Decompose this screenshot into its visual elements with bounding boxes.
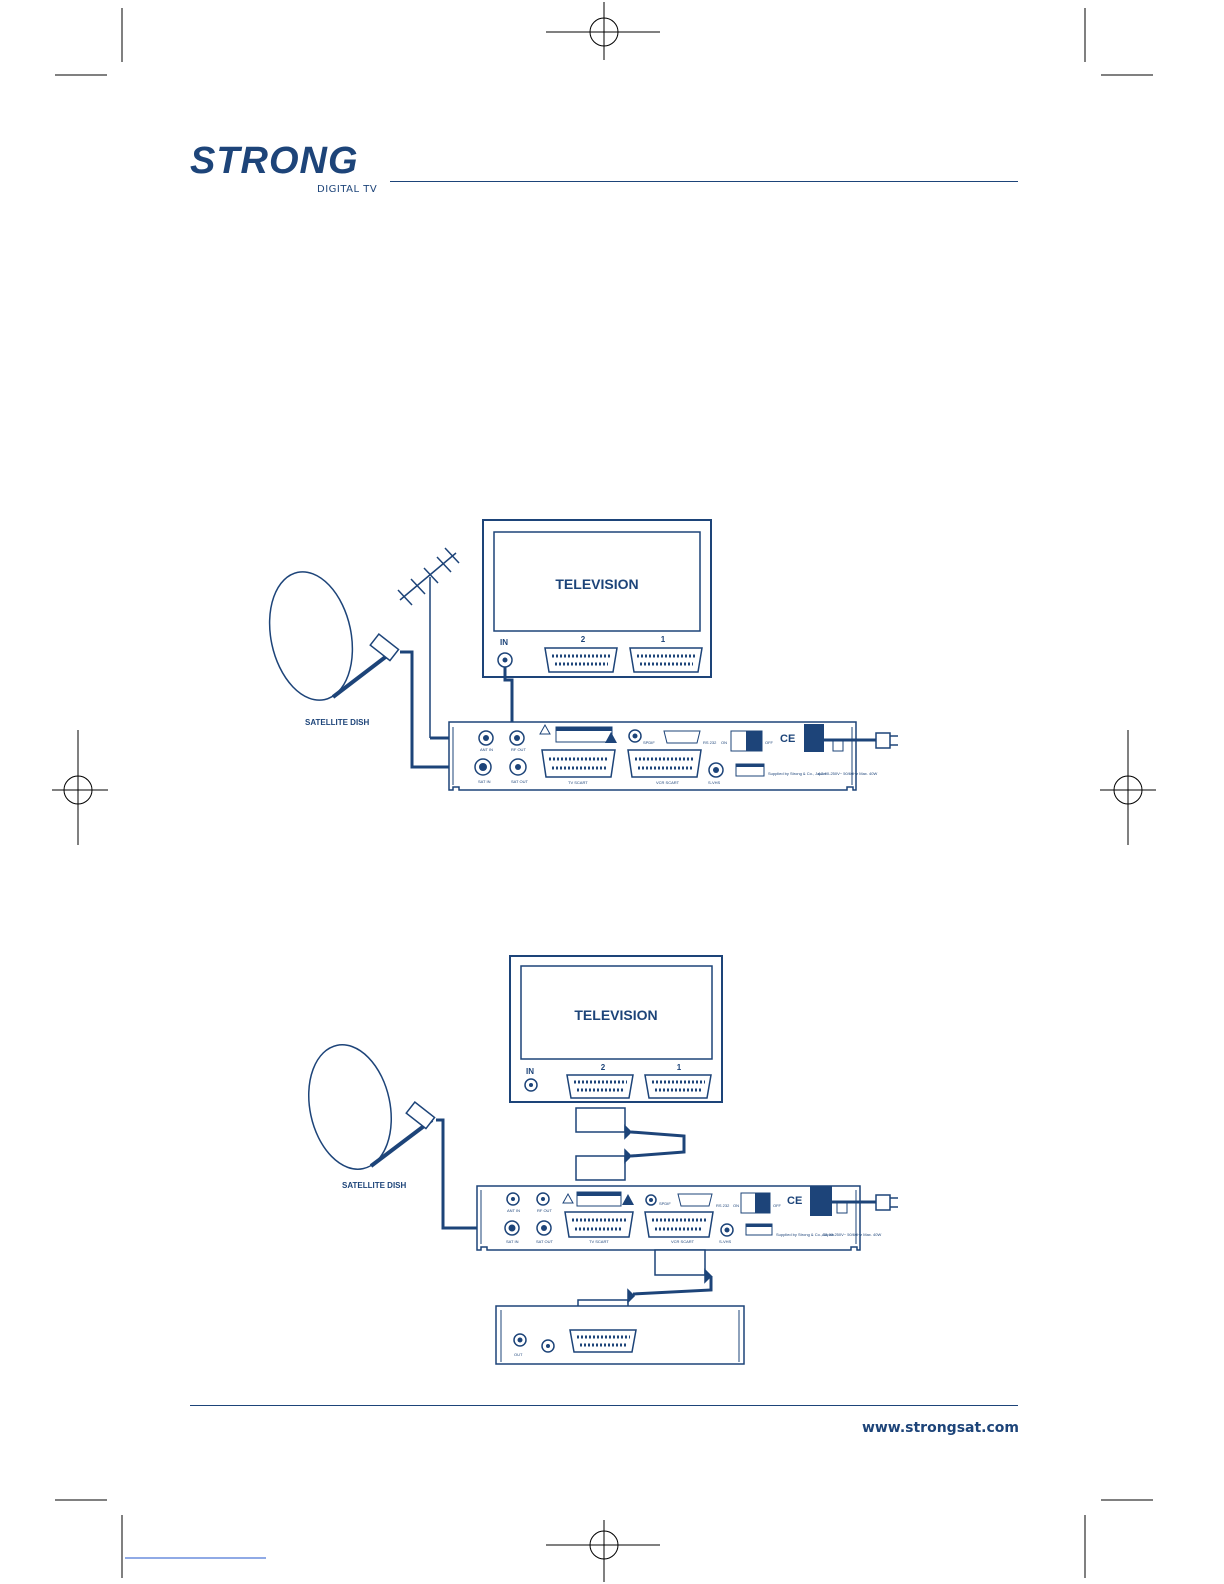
ant-in-port [506, 1192, 520, 1206]
sat-in-label: SAT IN [506, 1239, 519, 1244]
tv-scart-2-port [544, 647, 618, 673]
power-cord-2 [832, 1194, 898, 1211]
svhs-port [720, 1223, 734, 1237]
ce-mark: CE [780, 733, 795, 745]
svhs-port [708, 762, 724, 778]
receiver-2: ANT IN RF OUT SAT IN SAT OUT SPDIF RS 23… [476, 1185, 881, 1251]
scart-2-label: 2 [581, 635, 586, 644]
website-link[interactable]: www.strongsat.com [861, 1420, 1019, 1436]
rs232-port [677, 1193, 713, 1207]
warning-icon [539, 723, 551, 735]
scart-1-label: 1 [661, 635, 666, 644]
plug-icon [875, 1194, 891, 1211]
rs232-label: RS 232 [703, 740, 717, 745]
supplied-by-label: Supplied by Strong & Co., Japan [768, 771, 826, 776]
spdif-label: SPDIF [659, 1201, 671, 1206]
lnb-icon [369, 633, 400, 662]
ant-in-port [478, 730, 494, 746]
satellite-dish-label: SATELLITE DISH [342, 1181, 407, 1190]
satellite-dish-label: SATELLITE DISH [305, 718, 370, 727]
ac-rating-label: AC 90-250V~ 50/60Hz Max. 40W [822, 1232, 881, 1237]
sat-out-label: SAT OUT [511, 779, 529, 784]
satellite-dish-2: SATELLITE DISH [307, 1044, 436, 1190]
ant-in-label: ANT IN [480, 747, 493, 752]
antenna-icon [397, 547, 460, 738]
tv-scart-label: TV SCART [568, 780, 588, 785]
vcr-scart-label: VCR SCART [671, 1239, 695, 1244]
sat-out-port [536, 1220, 552, 1236]
ac-rating-label: AC 90-250V~ 50/60Hz Max. 40W [818, 771, 877, 776]
television-1: TELEVISION IN 2 1 [482, 519, 712, 678]
warning-icon-2 [622, 1194, 634, 1205]
svhs-label: S-VHS [708, 780, 721, 785]
tv-scart-port [541, 749, 616, 778]
tv-scart-2-port [566, 1074, 634, 1099]
header-rule [390, 181, 1018, 182]
off-label: OFF [773, 1203, 782, 1208]
vcr-in-port [541, 1339, 555, 1353]
tv-scart-label: TV SCART [589, 1239, 609, 1244]
rs232-label: RS 232 [716, 1203, 730, 1208]
tv-in-label: IN [500, 638, 508, 647]
plug-icon [875, 732, 891, 749]
rf-out-label: RF OUT [511, 747, 526, 752]
power-cord-1 [824, 732, 898, 749]
brand-logo: STRONG DIGITAL TV [190, 140, 380, 200]
rf-out-port [536, 1192, 550, 1206]
tv-in-label: IN [526, 1067, 534, 1076]
rf-out-label: RF OUT [537, 1208, 552, 1213]
scart-1-label: 1 [677, 1063, 682, 1072]
brand-name: STRONG [190, 140, 359, 182]
vcr-device: OUT [495, 1305, 745, 1365]
rs232-port [663, 730, 701, 744]
vcr-out-label: OUT [514, 1352, 523, 1357]
tv-scart-1-port [644, 1074, 712, 1099]
vcr-scart-port [627, 749, 702, 778]
brand-tagline: DIGITAL TV [317, 184, 378, 195]
rf-out-port [509, 730, 525, 746]
tv-scart-port [564, 1211, 634, 1238]
on-label: ON [721, 740, 727, 745]
scart-2-label: 2 [601, 1063, 606, 1072]
warning-icon [562, 1192, 574, 1204]
ce-mark: CE [787, 1195, 802, 1207]
warning-icon-2 [605, 732, 617, 743]
sat-out-label: SAT OUT [536, 1239, 554, 1244]
satellite-dish-1: SATELLITE DISH [268, 571, 400, 727]
sat-in-label: SAT IN [478, 779, 491, 784]
receiver-1: ANT IN RF OUT SAT IN SAT OUT SPDIF RS 23… [448, 721, 877, 791]
vcr-scart-port [569, 1329, 637, 1353]
lnb-icon [405, 1101, 436, 1130]
sat-in-port [504, 1220, 520, 1236]
ant-in-label: ANT IN [507, 1208, 520, 1213]
footer-rule [190, 1405, 1018, 1406]
supplied-by-label: Supplied by Strong & Co., Japan [776, 1232, 834, 1237]
spdif-port [628, 729, 642, 743]
vcr-out-port [513, 1333, 527, 1347]
spdif-port [645, 1194, 657, 1206]
tv-scart-1-port [629, 647, 703, 673]
television-2: TELEVISION IN 2 1 [509, 955, 723, 1103]
tv-antenna-input [524, 1078, 538, 1092]
vcr-scart-port [644, 1211, 714, 1238]
television-label: TELEVISION [555, 576, 638, 592]
vcr-scart-label: VCR SCART [656, 780, 680, 785]
off-label: OFF [765, 740, 774, 745]
television-label: TELEVISION [574, 1007, 657, 1023]
sat-out-port [509, 758, 527, 776]
on-label: ON [733, 1203, 739, 1208]
power-cord-plug [810, 1186, 832, 1216]
sat-in-port [474, 758, 492, 776]
sat-cable-2 [436, 1118, 508, 1230]
scart-cable-tv [575, 1107, 686, 1181]
spdif-label: SPDIF [643, 740, 655, 745]
power-cord-plug [804, 724, 824, 752]
svhs-label: S-VHS [719, 1239, 732, 1244]
